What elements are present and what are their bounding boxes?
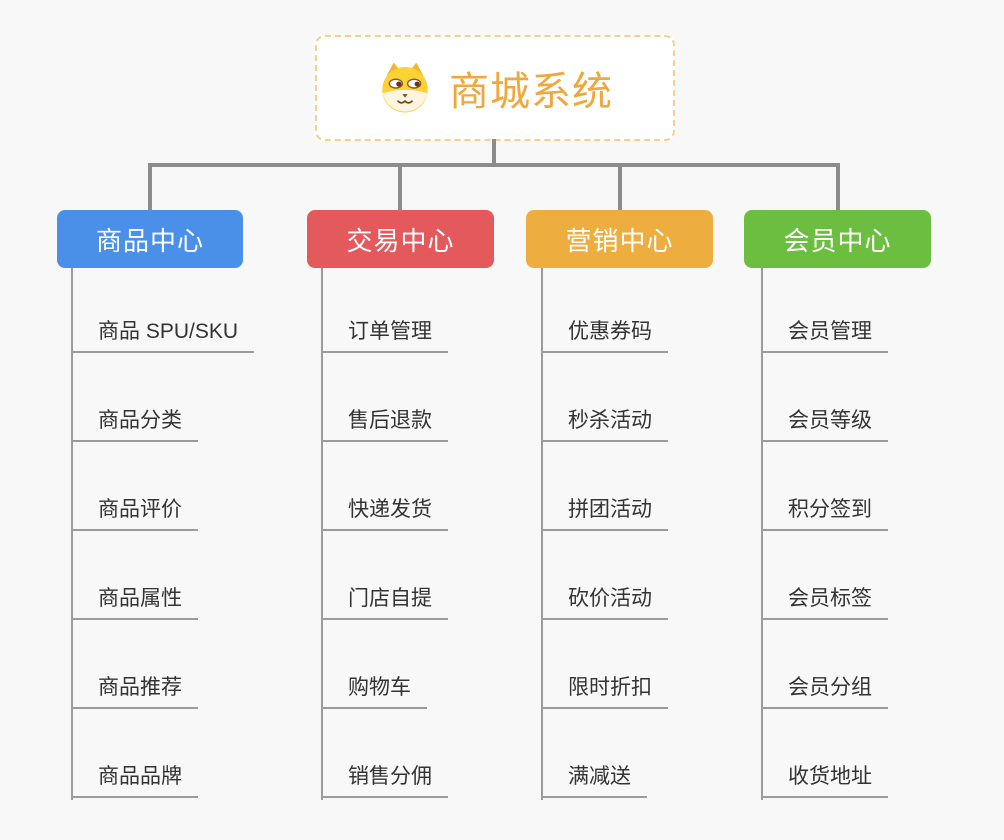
leaf-item[interactable]: 会员分组 (761, 673, 888, 709)
leaf-item[interactable]: 订单管理 (321, 317, 448, 353)
leaf-item[interactable]: 商品属性 (71, 584, 198, 620)
leaf-item[interactable]: 销售分佣 (321, 762, 448, 798)
leaf-item[interactable]: 收货地址 (761, 762, 888, 798)
leaf-item[interactable]: 砍价活动 (541, 584, 668, 620)
leaf-item[interactable]: 拼团活动 (541, 495, 668, 531)
connector-spine-branch-2 (541, 268, 543, 800)
leaf-item[interactable]: 商品分类 (71, 406, 198, 442)
leaf-item[interactable]: 商品推荐 (71, 673, 198, 709)
leaf-item[interactable]: 限时折扣 (541, 673, 668, 709)
leaf-list-product-center: 商品 SPU/SKU 商品分类商品评价商品属性商品推荐商品品牌 (71, 317, 255, 840)
leaf-item[interactable]: 购物车 (321, 673, 427, 709)
connector-spine-branch-1 (321, 268, 323, 800)
connector-stub-branch-1 (398, 165, 402, 211)
leaf-item[interactable]: 优惠券码 (541, 317, 668, 353)
connector-root-stub (492, 139, 496, 167)
leaf-item[interactable]: 秒杀活动 (541, 406, 668, 442)
connector-rail (148, 163, 840, 167)
branch-node-marketing-center[interactable]: 营销中心 (526, 210, 713, 268)
leaf-item[interactable]: 售后退款 (321, 406, 448, 442)
leaf-item[interactable]: 商品品牌 (71, 762, 198, 798)
branch-node-trade-center[interactable]: 交易中心 (307, 210, 494, 268)
branch-node-product-center[interactable]: 商品中心 (57, 210, 243, 268)
root-title: 商城系统 (449, 70, 613, 114)
connector-spine-branch-3 (761, 268, 763, 800)
leaf-item[interactable]: 快递发货 (321, 495, 448, 531)
leaf-item[interactable]: 会员标签 (761, 584, 888, 620)
leaf-item[interactable]: 会员等级 (761, 406, 888, 442)
branch-node-member-center[interactable]: 会员中心 (744, 210, 931, 268)
leaf-item[interactable]: 商品评价 (71, 495, 198, 531)
connector-stub-branch-3 (836, 165, 840, 211)
leaf-list-trade-center: 订单管理售后退款快递发货门店自提购物车销售分佣 (321, 317, 448, 840)
dog-face-icon (382, 62, 428, 113)
leaf-item[interactable]: 积分签到 (761, 495, 888, 531)
leaf-item[interactable]: 满减送 (541, 762, 647, 798)
root-node-mall-system[interactable]: 商城系统 (315, 35, 675, 141)
leaf-item[interactable]: 门店自提 (321, 584, 448, 620)
leaf-list-marketing-center: 优惠券码秒杀活动拼团活动砍价活动限时折扣满减送 (541, 317, 668, 840)
leaf-item[interactable]: 商品 SPU/SKU (71, 317, 255, 353)
connector-stub-branch-2 (618, 165, 622, 211)
connector-stub-branch-0 (148, 165, 152, 211)
leaf-item[interactable]: 会员管理 (761, 317, 888, 353)
leaf-list-member-center: 会员管理会员等级积分签到会员标签会员分组收货地址 (761, 317, 888, 840)
connector-spine-branch-0 (71, 268, 73, 800)
